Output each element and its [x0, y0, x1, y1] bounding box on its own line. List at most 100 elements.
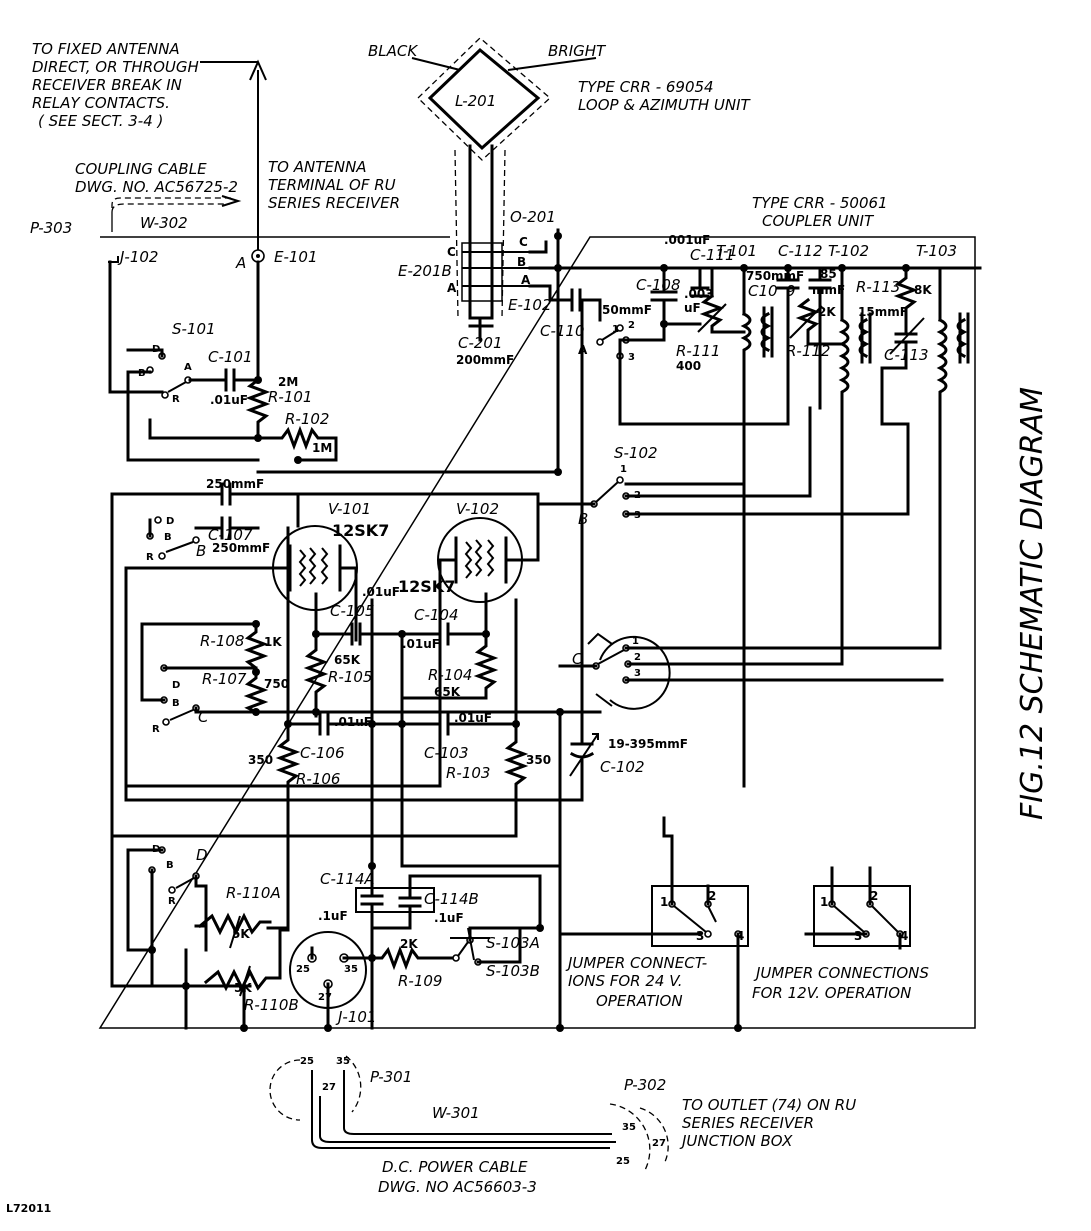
svg-text:DWG. NO AC56603-3: DWG. NO AC56603-3: [378, 1178, 537, 1196]
svg-text:V-101: V-101: [328, 500, 371, 518]
resistor-r102: R-102 1M: [256, 410, 338, 462]
svg-text:2K: 2K: [400, 937, 418, 951]
svg-text:W-301: W-301: [432, 1104, 480, 1122]
svg-text:T-101: T-101: [716, 242, 757, 260]
capacitor-c108: C-108 .003 uF: [636, 276, 714, 315]
svg-text:A: A: [235, 254, 246, 272]
svg-text:4: 4: [900, 929, 908, 943]
svg-text:1K: 1K: [264, 635, 282, 649]
jumper-24v: 1 2 3 4: [558, 816, 749, 1030]
svg-text:LOOP & AZIMUTH UNIT: LOOP & AZIMUTH UNIT: [578, 96, 752, 114]
svg-text:TO FIXED ANTENNA: TO FIXED ANTENNA: [32, 40, 180, 58]
svg-text:1M: 1M: [312, 441, 332, 455]
svg-text:J-101: J-101: [335, 1008, 376, 1026]
svg-text:R-105: R-105: [328, 668, 372, 686]
switch-s101-b: D B R B: [146, 516, 206, 563]
svg-text:200mmF: 200mmF: [456, 353, 514, 367]
svg-text:B: B: [578, 510, 588, 528]
wire-c102: [126, 298, 602, 802]
wire-s102: [536, 406, 910, 516]
svg-text:OPERATION: OPERATION: [596, 992, 683, 1010]
svg-text:B: B: [172, 698, 180, 709]
svg-text:5K: 5K: [232, 927, 250, 941]
resistor-r113: R-113 8K: [856, 266, 932, 326]
svg-text:25: 25: [616, 1156, 630, 1167]
svg-text:25: 25: [296, 964, 310, 975]
svg-text:SERIES RECEIVER: SERIES RECEIVER: [268, 194, 400, 212]
svg-text:S-103B: S-103B: [486, 962, 540, 980]
capacitor-c101: C-101 .01uF: [188, 348, 260, 407]
resistor-r112: 2K R-112: [786, 297, 844, 360]
svg-text:3: 3: [696, 929, 704, 943]
svg-text:JUMPER CONNECT-: JUMPER CONNECT-: [565, 954, 707, 972]
svg-text:1: 1: [820, 895, 828, 909]
svg-text:C-114A: C-114A: [320, 870, 375, 888]
svg-text:B: B: [166, 860, 174, 871]
svg-text:R-104: R-104: [428, 666, 472, 684]
terminal-strip-e201b: C A E-201B O-201 C B A: [398, 208, 556, 302]
svg-text:SERIES RECEIVER: SERIES RECEIVER: [682, 1114, 814, 1132]
svg-text:27: 27: [318, 992, 332, 1003]
wire-coupler: [618, 266, 910, 516]
svg-text:25: 25: [300, 1056, 314, 1067]
svg-text:50mmF: 50mmF: [602, 303, 652, 317]
resistor-r104: R-104 65K: [400, 598, 499, 700]
resistor-r105: 65K R-105: [303, 632, 372, 718]
svg-text:19-395mmF: 19-395mmF: [608, 737, 688, 751]
svg-text:.01uF: .01uF: [334, 715, 372, 729]
svg-text:uF: uF: [684, 301, 701, 315]
svg-text:2M: 2M: [278, 375, 298, 389]
svg-text:C: C: [519, 235, 528, 249]
switch-s101-d: D B R D: [148, 844, 208, 907]
svg-text:C-101: C-101: [208, 348, 253, 366]
coupling-cable-arrow: [221, 195, 242, 207]
svg-text:TO ANTENNA: TO ANTENNA: [268, 158, 367, 176]
svg-text:2: 2: [708, 889, 716, 903]
svg-text:750: 750: [264, 677, 289, 691]
svg-text:C-110: C-110: [540, 322, 585, 340]
svg-text:8K: 8K: [914, 283, 932, 297]
svg-text:R-111: R-111: [676, 342, 720, 360]
svg-text:RECEIVER BREAK IN: RECEIVER BREAK IN: [32, 76, 182, 94]
svg-text:3: 3: [854, 929, 862, 943]
svg-text:COUPLING CABLE: COUPLING CABLE: [75, 160, 207, 178]
svg-text:C-111: C-111: [690, 246, 735, 264]
s101-label: S-101: [172, 320, 216, 338]
svg-text:R: R: [172, 394, 180, 405]
svg-text:12SK7: 12SK7: [332, 521, 389, 540]
coupling-cable-w302: [111, 197, 232, 232]
svg-text:B: B: [196, 542, 206, 560]
svg-text:.001uF: .001uF: [664, 233, 710, 247]
left-bus: [110, 492, 278, 988]
loop-unit-note: TYPE CRR - 69054 LOOP & AZIMUTH UNIT: [578, 78, 752, 114]
svg-text:35: 35: [336, 1056, 350, 1067]
svg-text:2K: 2K: [818, 305, 836, 319]
capacitor-c114: C-114A C-114B .1uF .1uF: [318, 870, 479, 930]
svg-text:C: C: [198, 708, 209, 726]
capacitor-c111: .001uF C-111: [618, 233, 735, 358]
svg-text:C-112: C-112: [778, 242, 823, 260]
svg-text:C-201: C-201: [458, 334, 503, 352]
svg-text:12SK7: 12SK7: [398, 577, 455, 596]
svg-text:TYPE CRR - 69054: TYPE CRR - 69054: [578, 78, 714, 96]
svg-text:DIRECT, OR THROUGH: DIRECT, OR THROUGH: [32, 58, 199, 76]
svg-text:.1uF: .1uF: [434, 911, 464, 925]
svg-text:S-103A: S-103A: [486, 934, 540, 952]
jumper-12v: 1 2 3 4: [804, 866, 911, 950]
svg-text:B: B: [164, 532, 172, 543]
e101-label: E-101: [274, 248, 318, 266]
svg-text:A: A: [184, 362, 192, 373]
svg-text:mmF: mmF: [812, 283, 845, 297]
capacitor-c104: C-104 .01uF: [400, 606, 488, 651]
capacitor-c107: 250mmF C-107 250mmF: [110, 477, 540, 562]
s102-label: S-102: [614, 444, 658, 462]
v101-grid-cap-value: .01uF: [362, 585, 400, 599]
wire-s102-c: [558, 426, 944, 682]
e102-label: E-102: [508, 296, 552, 314]
j102-label: J-102: [117, 248, 158, 266]
wire-plates: [296, 492, 374, 888]
capacitor-c201: C-201 200mmF: [456, 316, 514, 367]
svg-text:RELAY CONTACTS.: RELAY CONTACTS.: [32, 94, 170, 112]
coupler-unit-note: TYPE CRR - 50061 COUPLER UNIT: [752, 194, 888, 230]
svg-text:1: 1: [660, 895, 668, 909]
